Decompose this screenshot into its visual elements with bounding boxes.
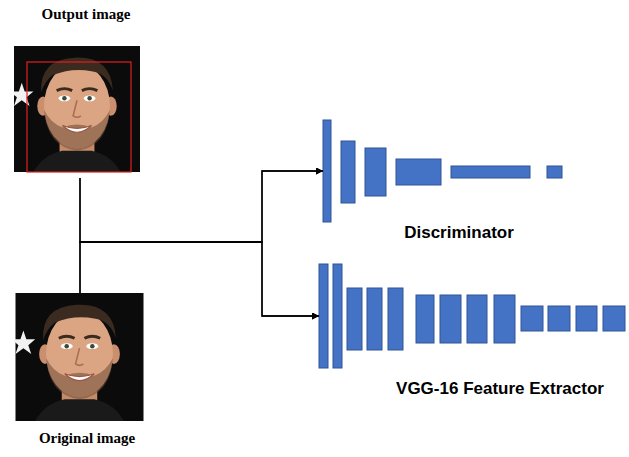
layer-bar xyxy=(367,288,382,350)
image-box: Output image xyxy=(14,40,140,178)
node-label: Discriminator xyxy=(404,223,514,243)
discriminator-layers xyxy=(323,120,562,222)
connector-arrow xyxy=(80,171,323,293)
connector-arrow xyxy=(80,171,323,242)
layer-bar xyxy=(365,148,386,196)
vgg-layers xyxy=(319,264,625,368)
layer-bar xyxy=(467,295,487,343)
layer-bar xyxy=(547,166,562,178)
layer-bar xyxy=(416,295,434,343)
layer-bar xyxy=(451,166,530,178)
network-block: VGG-16 Feature Extractor xyxy=(319,264,625,368)
layer-bar xyxy=(396,159,441,185)
layer-bar xyxy=(603,306,625,331)
network-block: Discriminator xyxy=(323,120,562,222)
node-label: VGG-16 Feature Extractor xyxy=(396,379,604,399)
layer-bar xyxy=(576,306,597,331)
original-face-image xyxy=(12,293,144,421)
layer-bar xyxy=(323,120,331,222)
connector-arrow xyxy=(80,178,319,316)
layer-bar xyxy=(341,141,355,203)
output-face-image xyxy=(10,46,140,172)
node-label: Output image xyxy=(42,6,131,23)
layer-bar xyxy=(494,295,515,343)
face-crop-box xyxy=(27,62,131,172)
layer-bar xyxy=(521,306,543,331)
layer-bar xyxy=(388,288,403,350)
connector-arrow xyxy=(80,242,319,316)
image-box: Original image xyxy=(14,293,145,421)
node-label: Original image xyxy=(39,430,135,447)
layer-bar xyxy=(347,288,362,350)
layer-bar xyxy=(333,264,342,368)
layer-bar xyxy=(319,264,328,368)
layer-bar xyxy=(548,306,570,331)
layer-bar xyxy=(440,295,461,343)
